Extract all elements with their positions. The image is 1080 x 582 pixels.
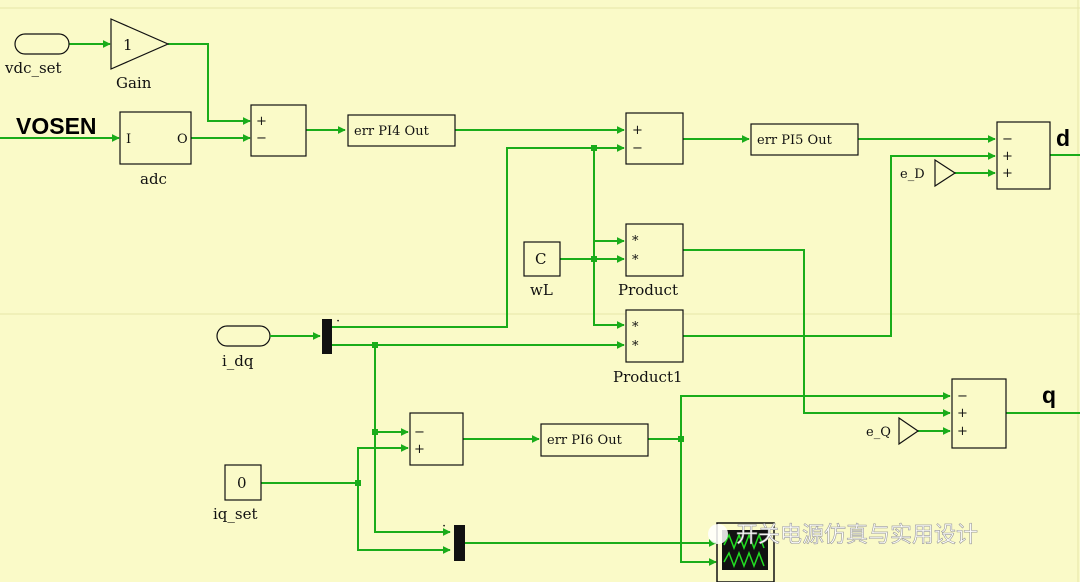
pi4-block[interactable]	[347, 114, 456, 147]
wl-block[interactable]	[523, 241, 561, 277]
e-d-label: e_D	[900, 167, 925, 182]
mux2-block[interactable]	[454, 525, 465, 561]
junctions	[355, 145, 684, 486]
product-label: Product	[618, 281, 678, 299]
sum3-block[interactable]	[409, 412, 464, 466]
adc-label: adc	[140, 170, 167, 188]
q-output-label: q	[1042, 382, 1056, 408]
wire-iqset-mux2	[357, 483, 451, 554]
wire-iqset-sum3	[261, 444, 409, 484]
demux-dot: ·	[336, 314, 340, 329]
sum2-plus: +	[632, 123, 643, 138]
iq-set-label: iq_set	[213, 505, 258, 523]
vosen-label: VOSEN	[16, 113, 97, 139]
wires	[0, 40, 1080, 566]
product1-block[interactable]	[625, 309, 684, 363]
product1-mult-1: *	[632, 320, 639, 335]
demux-block[interactable]	[322, 319, 332, 354]
sum1-block[interactable]	[250, 104, 307, 157]
adc-block[interactable]	[119, 111, 192, 165]
product1-mult-2: *	[632, 339, 639, 354]
e-q-label: e_Q	[866, 425, 891, 440]
wire-gain-sum1	[168, 43, 251, 125]
gain-block[interactable]	[110, 18, 170, 70]
adc-in-port: I	[126, 132, 131, 147]
wire-iq-sum3	[374, 345, 409, 436]
product-mult-1: *	[632, 234, 639, 249]
pi5-block[interactable]	[750, 123, 859, 156]
sum3-plus: +	[414, 442, 425, 457]
sum2-minus: −	[632, 141, 643, 156]
pi4-label: err PI4 Out	[354, 124, 430, 139]
sum1-minus: −	[256, 131, 267, 146]
i-dq-inport[interactable]	[216, 325, 271, 347]
watermark-text: 开关电源仿真与实用设计	[736, 523, 978, 548]
sum1-plus: +	[256, 114, 267, 129]
product1-label: Product1	[613, 368, 683, 386]
pi6-label: err PI6 Out	[547, 433, 623, 448]
sum3-minus: −	[414, 425, 425, 440]
scope-block[interactable]	[716, 522, 775, 582]
wire-product-sumq	[683, 249, 951, 417]
wl-value: C	[535, 250, 546, 268]
d-output-label: d	[1056, 125, 1070, 151]
pi5-label: err PI5 Out	[757, 133, 833, 148]
vdc-set-label: vdc_set	[4, 59, 62, 77]
adc-out-port: O	[177, 132, 188, 147]
product-block[interactable]	[625, 223, 684, 277]
iq-set-block[interactable]	[224, 464, 262, 501]
sumd-block[interactable]	[996, 121, 1051, 190]
sumq-plus-2: +	[957, 424, 968, 439]
pi6-block[interactable]	[540, 423, 649, 457]
watermark: 开关电源仿真与实用设计	[708, 523, 978, 548]
wire-pi6-scope	[680, 439, 717, 566]
sumq-block[interactable]	[951, 378, 1007, 449]
watermark-logo-icon	[708, 524, 728, 544]
product-mult-2: *	[632, 253, 639, 268]
wire-product1-sumd	[683, 152, 996, 337]
sumd-plus-1: +	[1002, 149, 1013, 164]
wire-id-sum2	[332, 144, 625, 328]
wl-label: wL	[530, 281, 553, 299]
sumd-plus-2: +	[1002, 166, 1013, 181]
sumq-plus-1: +	[957, 406, 968, 421]
iq-set-value: 0	[237, 474, 247, 492]
wire-id-product	[593, 148, 625, 245]
e-d-block[interactable]	[934, 158, 957, 188]
mux2-dot: ·	[442, 519, 446, 534]
i-dq-label: i_dq	[222, 352, 254, 370]
sumd-minus: −	[1002, 132, 1013, 147]
sumq-minus: −	[957, 389, 968, 404]
sum2-block[interactable]	[625, 112, 684, 165]
gain-label: Gain	[116, 74, 152, 92]
e-q-block[interactable]	[898, 416, 920, 446]
wire-pi6-sumq	[648, 392, 951, 440]
gain-value: 1	[123, 36, 133, 54]
wire-iq-mux2	[374, 432, 451, 536]
vdc-set-inport[interactable]	[14, 33, 70, 55]
